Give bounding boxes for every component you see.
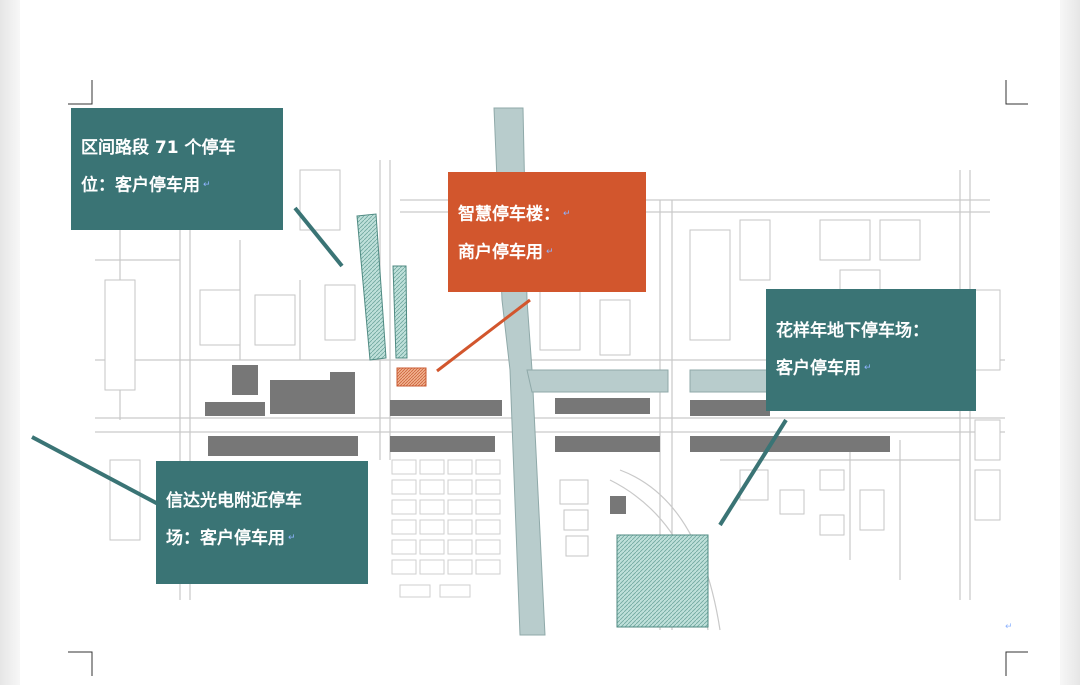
callout-huayang-line2: 客户停车用 xyxy=(776,358,861,379)
paragraph-mark-icon: ↵ xyxy=(563,209,571,219)
callout-roadside-line1: 区间路段 71 个停车 xyxy=(81,138,236,158)
paragraph-mark-icon: ↵ xyxy=(546,246,554,257)
paragraph-mark-icon: ↵ xyxy=(203,180,211,190)
page-shadow-left xyxy=(0,0,20,685)
pointer-lines xyxy=(31,206,788,527)
callout-huayang-line1: 花样年地下停车场： xyxy=(776,321,929,341)
paragraph-mark-icon: ↵ xyxy=(1005,622,1013,632)
callout-huayang-underground: 花样年地下停车场： 客户停车用↵ xyxy=(766,289,976,411)
callout-roadside-parking: 区间路段 71 个停车 位：客户停车用↵ xyxy=(71,108,283,230)
pointer-roadside xyxy=(293,206,344,268)
hatched-parking xyxy=(356,213,709,628)
pointer-xinda xyxy=(31,435,161,507)
callout-xinda-parking: 信达光电附近停车 场：客户停车用↵ xyxy=(156,461,368,584)
crop-marks xyxy=(68,80,1028,676)
callout-smart-garage-line2: 商户停车用 xyxy=(458,242,543,262)
pointer-smart-garage xyxy=(436,298,531,373)
callout-smart-garage-line1: 智慧停车楼： xyxy=(458,204,560,225)
paragraph-mark-icon: ↵ xyxy=(288,533,296,543)
page-shadow-right xyxy=(1060,0,1080,685)
parking-grid xyxy=(391,459,501,598)
callout-roadside-line2: 位：客户停车用 xyxy=(81,175,200,196)
callout-smart-garage: 智慧停车楼：↵ 商户停车用↵ xyxy=(448,172,646,292)
dark-buildings xyxy=(205,365,890,514)
callout-xinda-line1: 信达光电附近停车 xyxy=(166,491,302,511)
paragraph-mark-icon: ↵ xyxy=(864,363,872,373)
callout-xinda-line2: 场：客户停车用 xyxy=(166,528,285,549)
pointer-huayang xyxy=(718,418,788,527)
